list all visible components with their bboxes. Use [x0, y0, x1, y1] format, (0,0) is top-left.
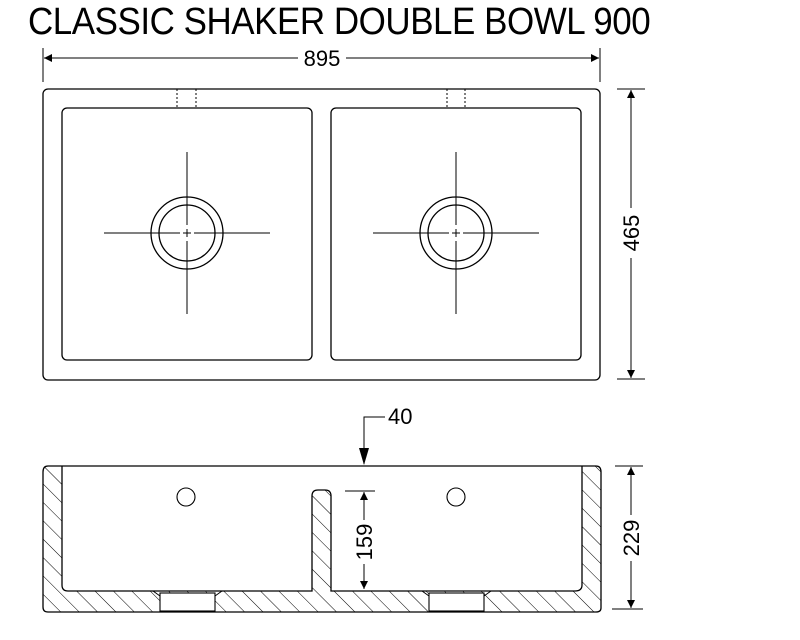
- divider-height-value: 159: [352, 524, 377, 561]
- section-view: [42, 465, 602, 613]
- divider-thickness-value: 40: [388, 404, 412, 429]
- outer-rim: [42, 88, 601, 381]
- left-overflow-hole: [176, 487, 196, 507]
- plan-view: [42, 88, 601, 381]
- left-bowl: [61, 107, 313, 361]
- right-bowl: [330, 107, 582, 361]
- left-waste-outlet: [104, 152, 270, 314]
- overall-height-value: 229: [619, 520, 644, 557]
- width-value: 895: [304, 46, 341, 71]
- right-overflow-hole: [446, 487, 466, 507]
- dimension-divider-thickness: 40: [359, 404, 412, 465]
- dimension-overall-height: 229: [612, 465, 644, 610]
- drawing-title: CLASSIC SHAKER DOUBLE BOWL 900: [28, 1, 651, 43]
- dimension-divider-height: 159: [345, 490, 377, 589]
- right-waste-outlet: [373, 152, 539, 314]
- dimension-width: 895: [42, 46, 601, 82]
- depth-value: 465: [619, 215, 644, 252]
- dimension-depth: 465: [617, 88, 645, 380]
